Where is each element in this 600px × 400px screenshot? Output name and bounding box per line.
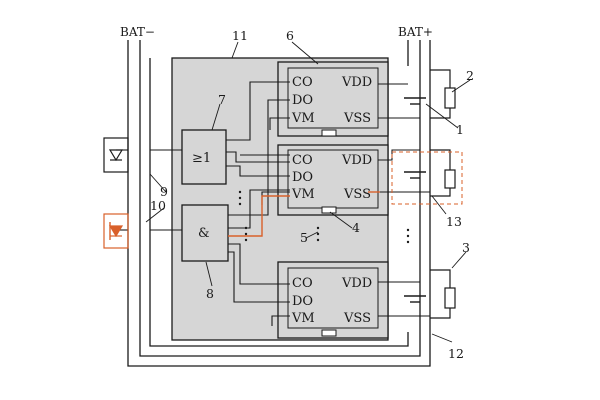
chip3-vss: VSS	[343, 311, 371, 326]
chip3-co: CO	[292, 276, 313, 291]
chip2-vm: VM	[291, 187, 315, 202]
chip1-vss: VSS	[343, 111, 371, 126]
wiring	[116, 81, 430, 326]
chip-box-bottom	[277, 261, 389, 339]
chip3-vdd: VDD	[341, 276, 372, 291]
callout-12: 12	[448, 346, 464, 361]
chip3-vm: VM	[291, 311, 315, 326]
chip2-co: CO	[292, 153, 313, 168]
chip1-co: CO	[292, 75, 313, 90]
callout-13: 13	[446, 214, 462, 229]
callout-4: 4	[352, 220, 360, 235]
and-gate-symbol: &	[198, 226, 210, 241]
callout-9: 9	[160, 184, 168, 199]
continuation-dots	[238, 190, 410, 244]
dashed-module	[391, 151, 463, 205]
chip2-vdd: VDD	[341, 153, 372, 168]
callout-2: 2	[466, 68, 474, 83]
callout-7: 7	[218, 92, 226, 107]
or-gate-symbol: ≥1	[192, 151, 211, 166]
chip3-do: DO	[292, 294, 313, 309]
and-gate	[181, 204, 229, 262]
bat-positive-label: BAT+	[398, 25, 433, 39]
chip2-vss: VSS	[343, 187, 371, 202]
mosfet-top	[103, 137, 129, 173]
callout-1: 1	[456, 122, 464, 137]
callout-11: 11	[232, 28, 248, 43]
chip-box-middle	[277, 144, 389, 216]
callout-leaders	[145, 41, 471, 343]
balance-resistors	[430, 69, 456, 319]
bat-negative-label: BAT−	[120, 25, 155, 39]
callout-8: 8	[206, 286, 214, 301]
or-gate	[181, 129, 227, 185]
negative-bus	[127, 40, 431, 367]
callout-10: 10	[150, 198, 166, 213]
callout-5: 5	[300, 230, 308, 245]
chip1-vdd: VDD	[341, 75, 372, 90]
callout-6: 6	[286, 28, 294, 43]
mosfet-bottom	[103, 213, 129, 249]
battery-cells	[404, 97, 426, 303]
chip-box-top	[277, 61, 389, 137]
chip2-do: DO	[292, 170, 313, 185]
chip1-vm: VM	[291, 111, 315, 126]
highlight-path	[109, 191, 380, 240]
chip1-do: DO	[292, 93, 313, 108]
callout-3: 3	[462, 240, 470, 255]
